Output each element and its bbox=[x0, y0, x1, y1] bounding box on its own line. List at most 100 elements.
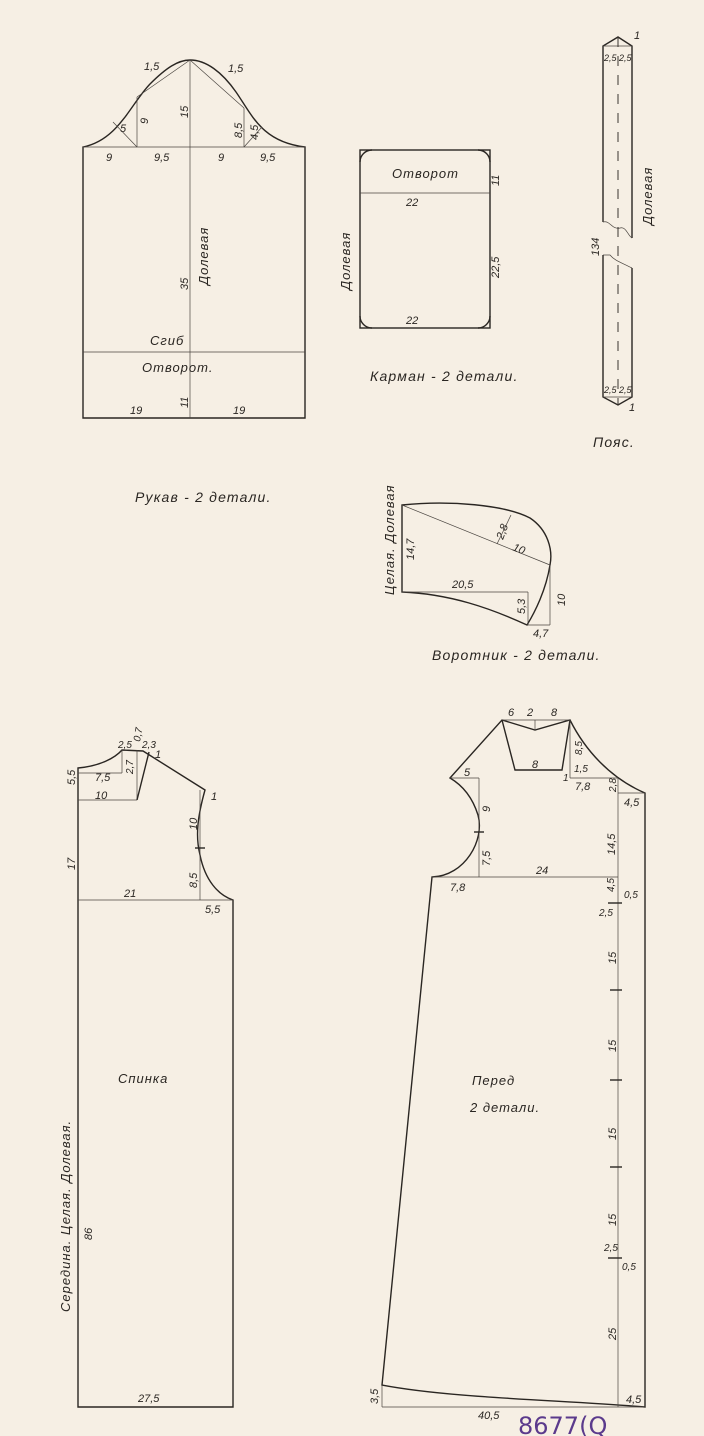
dim-label: 20,5 bbox=[451, 579, 474, 591]
dim-label: 4,7 bbox=[533, 628, 549, 640]
dim-label: 0,5 bbox=[622, 1262, 636, 1273]
dim-label: 2,5 bbox=[598, 908, 613, 919]
dim-label: 2,8 bbox=[494, 522, 511, 542]
dim-label: 7,8 bbox=[450, 882, 466, 894]
dim-label: 2,7 bbox=[125, 760, 136, 775]
dim-label: 7,8 bbox=[575, 781, 591, 793]
dim-label: 2,5 bbox=[117, 740, 132, 751]
dim-label: 25 bbox=[607, 1327, 619, 1341]
dim-label: 2,5 bbox=[603, 53, 618, 63]
dim-label: 2,5 bbox=[603, 385, 618, 395]
dim-label: 8 bbox=[551, 707, 558, 719]
dim-label: 0,5 bbox=[624, 890, 638, 901]
dim-label: 15 bbox=[607, 951, 619, 964]
piece-title: Перед bbox=[472, 1073, 515, 1088]
grain-label: Долевая bbox=[338, 232, 353, 292]
pocket-outline bbox=[359, 149, 491, 329]
dim-label: 2,3 bbox=[141, 740, 156, 751]
dim-label: 11 bbox=[490, 175, 502, 186]
dim-label: 14,7 bbox=[405, 538, 417, 560]
dim-label: 9 bbox=[218, 152, 224, 164]
dim-label: 7,5 bbox=[481, 850, 493, 866]
dim-label: 2,5 bbox=[618, 53, 633, 63]
dim-label: 5,3 bbox=[516, 598, 528, 614]
dim-label: 21 bbox=[123, 888, 136, 900]
helper-line bbox=[401, 504, 551, 566]
dim-label: 15 bbox=[179, 105, 191, 118]
dim-label: 1,5 bbox=[144, 61, 160, 73]
dim-label: 24 bbox=[535, 865, 548, 877]
tear-line bbox=[602, 221, 633, 239]
dim-label: 2 bbox=[526, 707, 533, 719]
dim-label: 14,5 bbox=[606, 833, 618, 855]
dim-label: 1 bbox=[563, 773, 569, 784]
belt-caption: Пояс. bbox=[593, 434, 635, 450]
piece-subtitle: 2 детали. bbox=[469, 1100, 540, 1115]
dim-label: 10 bbox=[95, 790, 108, 802]
dim-label: 19 bbox=[130, 405, 142, 417]
dim-label: 22 bbox=[405, 315, 418, 327]
dim-label: 9,5 bbox=[260, 152, 276, 164]
dim-label: 1 bbox=[211, 791, 217, 803]
catalog-stamp: 8677(Q bbox=[518, 1412, 607, 1436]
cuff-label: Отворот bbox=[392, 166, 459, 181]
dim-label: 9 bbox=[139, 118, 151, 124]
dim-label: 86 bbox=[83, 1227, 95, 1240]
dim-label: 15 bbox=[607, 1213, 619, 1226]
pocket-rounded-corners bbox=[359, 149, 491, 329]
sleeve-pattern: 1,5 1,5 9 15 8,5 4,5 5 9 9,5 9 9,5 35 До… bbox=[82, 59, 306, 505]
pocket-caption: Карман - 2 детали. bbox=[370, 368, 519, 384]
cuff-label: Отворот. bbox=[142, 360, 213, 375]
dim-label: 17 bbox=[66, 857, 78, 870]
helper-line bbox=[189, 59, 245, 109]
collar-caption: Воротник - 2 детали. bbox=[432, 647, 601, 663]
dim-label: 35 bbox=[179, 277, 191, 290]
dim-label: 10 bbox=[188, 817, 200, 830]
dim-label: 4,5 bbox=[624, 797, 640, 809]
dim-label: 1 bbox=[634, 30, 640, 42]
piece-title: Спинка bbox=[118, 1071, 168, 1086]
neck-dart bbox=[501, 719, 571, 771]
dim-label: 134 bbox=[590, 238, 602, 256]
dim-label: 8 bbox=[532, 759, 539, 771]
dim-label: 8,5 bbox=[188, 872, 200, 888]
dim-label: 2,8 bbox=[608, 778, 619, 793]
dim-label: 1,5 bbox=[228, 63, 244, 75]
helper-line bbox=[136, 59, 191, 98]
front-pattern: 6 2 8 8 8,5 1,5 1 7,8 2,8 4,5 14,5 5 9 7… bbox=[369, 707, 646, 1422]
pocket-pattern: Отворот 11 22 22,5 22 Долевая Карман - 2… bbox=[338, 149, 519, 384]
dim-label: 3,5 bbox=[369, 1388, 381, 1404]
dim-label: 22,5 bbox=[490, 256, 502, 279]
dim-label: 1 bbox=[629, 402, 635, 414]
dim-label: 2,5 bbox=[603, 1243, 618, 1254]
dim-label: 8,5 bbox=[233, 122, 245, 138]
button-marks bbox=[474, 831, 622, 1259]
dim-label: 11 bbox=[179, 397, 191, 408]
collar-pattern: Целая. Долевая 14,7 2,8 10 20,5 5,3 10 4… bbox=[382, 484, 601, 663]
collar-outline bbox=[401, 502, 552, 626]
belt-pattern: 2,5 2,5 1 134 2,5 2,5 1 Долевая Пояс. bbox=[590, 30, 655, 450]
dim-label: 15 bbox=[607, 1127, 619, 1140]
tear-line bbox=[603, 254, 633, 269]
back-pattern: 5,5 17 7,5 10 2,5 0,7 2,3 2,7 1 1 10 8,5… bbox=[58, 726, 234, 1408]
helper-line bbox=[496, 514, 512, 545]
dim-label: 1 bbox=[155, 749, 161, 761]
dim-label: 5 bbox=[464, 767, 471, 779]
dim-label: 19 bbox=[233, 405, 245, 417]
dim-label: 1,5 bbox=[574, 764, 588, 775]
dim-label: 4,5 bbox=[606, 878, 617, 892]
dim-label: 5 bbox=[120, 123, 127, 135]
dim-label: 7,5 bbox=[95, 772, 111, 784]
dim-label: 27,5 bbox=[137, 1393, 160, 1405]
dim-label: 5,5 bbox=[66, 769, 78, 785]
dim-label: 8,5 bbox=[574, 741, 585, 755]
dim-label: 9,5 bbox=[154, 152, 170, 164]
dim-label: 5,5 bbox=[205, 904, 221, 916]
front-outline bbox=[381, 719, 646, 1408]
dim-label: 4,5 bbox=[626, 1394, 642, 1406]
grain-label: Середина. Целая. Долевая. bbox=[58, 1120, 73, 1312]
grain-label: Целая. Долевая bbox=[382, 484, 397, 595]
dim-label: 22 bbox=[405, 197, 418, 209]
dim-label: 40,5 bbox=[478, 1410, 500, 1422]
